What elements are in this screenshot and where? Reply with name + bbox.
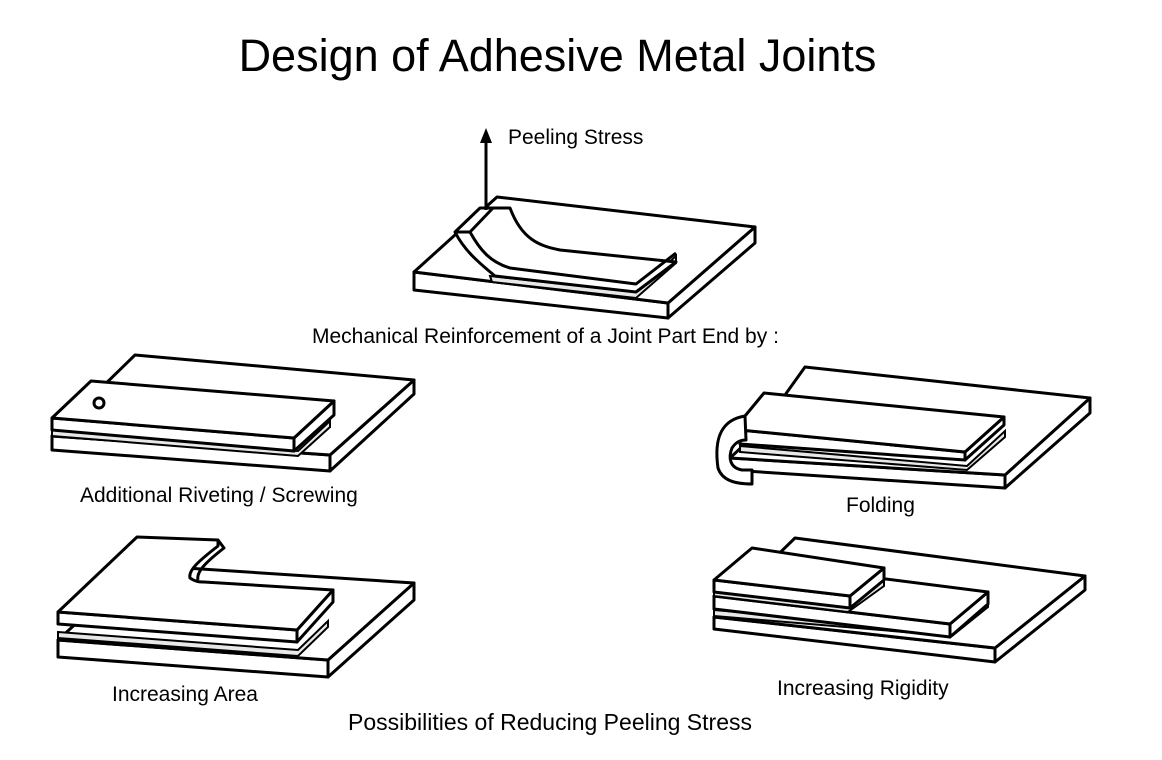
riveting-label: Additional Riveting / Screwing bbox=[80, 484, 358, 507]
fold-hook bbox=[715, 414, 754, 486]
diagram-title: Design of Adhesive Metal Joints bbox=[238, 30, 877, 81]
reinforcement-caption: Mechanical Reinforcement of a Joint Part… bbox=[312, 325, 779, 348]
peeling-joint-figure bbox=[412, 128, 757, 320]
increasing-rigidity-figure bbox=[712, 536, 1087, 664]
peeled-strip bbox=[453, 206, 678, 294]
peeled-strip-edge bbox=[455, 230, 677, 286]
rivet-hole-icon bbox=[92, 396, 106, 410]
folding-figure bbox=[715, 365, 1092, 490]
arrow-head-icon bbox=[480, 128, 492, 143]
footer-caption: Possibilities of Reducing Peeling Stress bbox=[348, 709, 752, 735]
increasing-area-label: Increasing Area bbox=[112, 683, 258, 706]
peeling-stress-label: Peeling Stress bbox=[508, 126, 644, 149]
increasing-area-figure bbox=[56, 535, 416, 679]
folding-label: Folding bbox=[846, 494, 915, 517]
riveting-figure bbox=[50, 353, 416, 473]
increasing-rigidity-label: Increasing Rigidity bbox=[777, 677, 949, 700]
